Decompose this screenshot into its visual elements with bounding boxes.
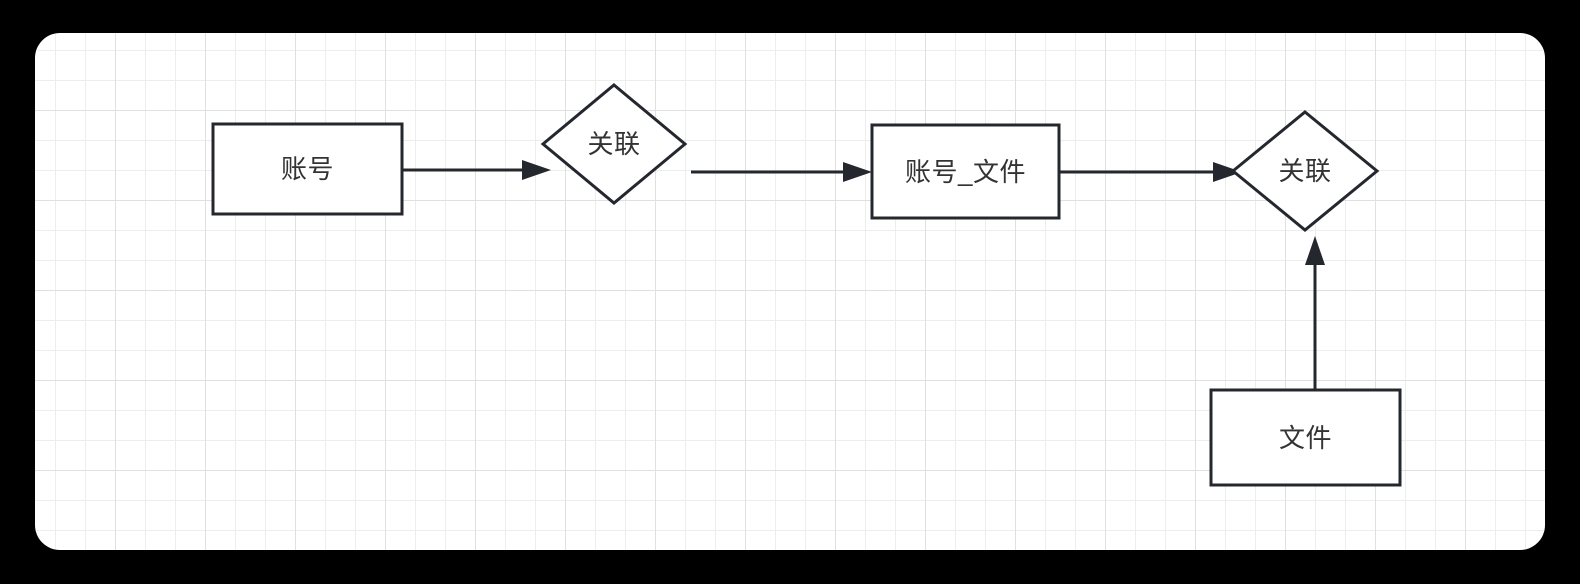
entity-account-shape[interactable]: [211, 122, 404, 216]
relationship-right-label: 关联: [1278, 156, 1332, 186]
entity-account-file-label: 账号_文件: [905, 156, 1026, 187]
diagram-panel[interactable]: 账号 关联 账号_文件 关联 文件: [35, 33, 1545, 550]
edge-rel-left-to-account-file[interactable]: [691, 162, 872, 182]
entity-account-label: 账号: [280, 154, 334, 184]
arrowhead-icon: [843, 162, 872, 182]
arrowhead-icon: [1305, 236, 1325, 265]
entity-file-label: 文件: [1278, 422, 1332, 453]
edge-file-to-rel-right[interactable]: [1305, 236, 1325, 390]
entity-account-file-shape[interactable]: [870, 123, 1061, 220]
arrowhead-icon: [1213, 162, 1242, 182]
edge-account-file-to-rel-right[interactable]: [1059, 162, 1242, 182]
relationship-left-shape[interactable]: [540, 83, 688, 205]
diagram-svg: [211, 83, 1402, 487]
arrowhead-icon: [522, 160, 551, 180]
relationship-right-shape[interactable]: [1230, 110, 1380, 232]
relationship-left-label: 关联: [587, 128, 641, 159]
entity-file-shape[interactable]: [1209, 388, 1402, 487]
diagram-shapes-layer: 账号 关联 账号_文件 关联 文件: [35, 33, 1545, 550]
edge-account-to-rel-left[interactable]: [403, 160, 551, 180]
